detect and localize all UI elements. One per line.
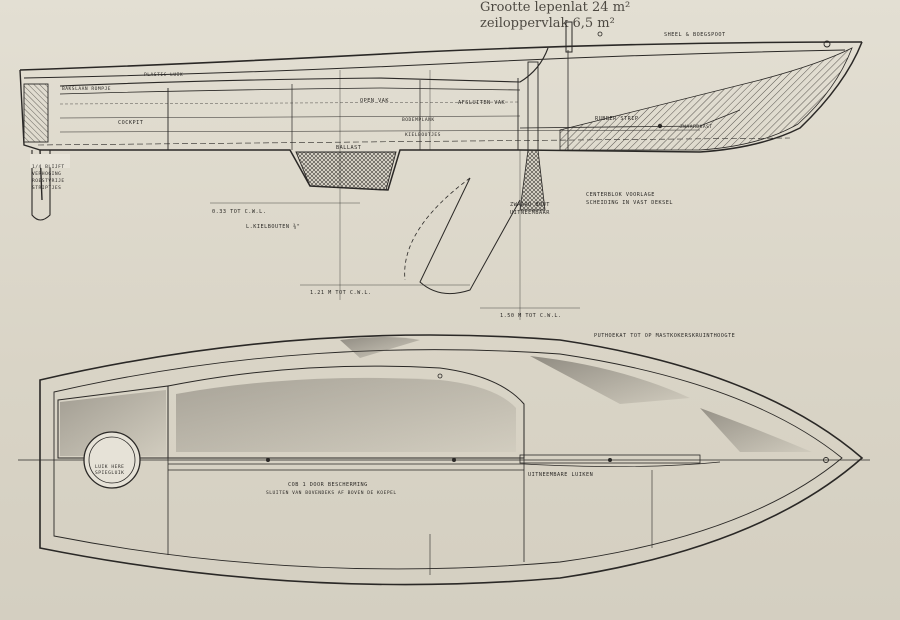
label-zwaardkast: ZWAARDKAST [680, 124, 713, 130]
background-text-line: zeiloppervlak 6,5 m² [480, 15, 615, 31]
label-zwaard-bout: ZWAARD BOUT [510, 202, 550, 208]
label-bakslaan-rompje: BAKSLAAN ROMPJE [62, 86, 111, 92]
label-bodemplank: BODEMPLANK [402, 117, 435, 123]
label-plan-centre-2: SLUITEN VAN BOVENDEKS AF BOVEN DE KOEPEL [266, 490, 397, 496]
hull-profile-view: SHEEL & BOEGSPOOT PLASTIC LUIK BAKSLAAN … [19, 21, 863, 339]
ballast-keel-hatched [295, 151, 397, 191]
transom [19, 69, 43, 201]
label-scheiding: SCHEIDING IN VAST DEKSEL [586, 200, 673, 206]
plan-cabin-opening [167, 365, 525, 459]
cabin-coaming [59, 47, 549, 87]
label-sheel-boegspoot: SHEEL & BOEGSPOOT [664, 32, 726, 38]
label-dim-150: 1.50 M TOT C.W.L. [500, 313, 562, 319]
label-left-note-4: STRIPTJES [32, 185, 61, 191]
label-dim-033: 0.33 TOT C.W.L. [212, 209, 266, 215]
hull-plan-view: LUIK HERE SPIEGLUIK COB 1 DOOR BESCHERMI… [18, 334, 870, 586]
label-luik: LUIK HERE [95, 464, 124, 470]
rudder-blade [31, 150, 51, 221]
label-left-note-1: 1/4 BLIJFT [32, 164, 65, 170]
mast-step [565, 21, 573, 53]
stem [699, 41, 863, 153]
label-open-vak: OPEN VAK [360, 98, 389, 104]
label-rubber-strip: RUBBER STRIP [595, 116, 638, 122]
label-afsluiten-vak: AFSLUITEN VAK [458, 100, 505, 106]
rudder-head-hatched [23, 83, 49, 143]
label-putfixaat: PUTHOEKAT TOT OP MASTKOKERSKRUINTHOOGTE [594, 333, 735, 339]
label-centerblok: CENTERBLOK VOORLAGE [586, 192, 655, 198]
label-uitneembaar: UITNEEMBAAR [510, 210, 550, 216]
plan-centerboard-slot [519, 454, 701, 464]
plan-hull-outline [39, 334, 864, 586]
forward-hull-hatched [559, 47, 853, 151]
label-plastic-luik: PLASTIC LUIK [144, 72, 183, 78]
sheer-line [19, 41, 863, 71]
centerboard-arc [404, 177, 471, 281]
label-left-note-2: VERHOGING [32, 171, 61, 177]
label-left-note-3: ROESTVRIJE [32, 178, 65, 184]
centerboard-lowered [419, 177, 521, 295]
label-cockpit: COCKPIT [118, 120, 143, 126]
label-dim-kiel: L.KIELBOUTEN ⅜" [246, 223, 300, 230]
label-plan-centre-1: COB 1 DOOR BESCHERMING [288, 482, 368, 488]
label-zwaardkast-luik: UITNEEMBARE LUIKEN [528, 472, 593, 478]
label-dim-121: 1.21 M TOT C.W.L. [310, 290, 372, 296]
plan-round-hatch [83, 431, 141, 489]
label-ballast: BALLAST [336, 145, 361, 151]
label-spiegluik: SPIEGLUIK [95, 470, 124, 476]
background-text-line: Grootte lepenlat 24 m² [480, 0, 631, 15]
deck-edge-line [23, 49, 846, 79]
label-kielboutjes: KIELBOUTJES [405, 132, 441, 138]
